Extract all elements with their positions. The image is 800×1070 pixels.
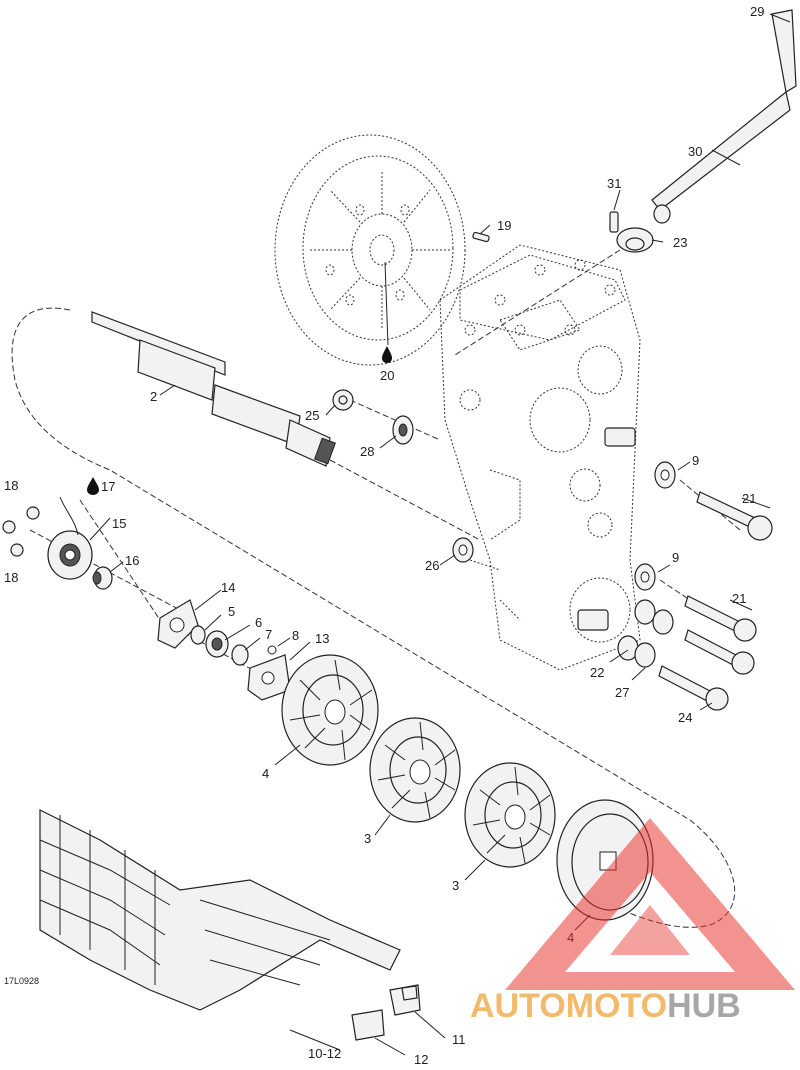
callout-3-middle: 3 [364,831,371,846]
bolt-21-upper [696,491,773,541]
sprocket-3-right [464,762,556,868]
callout-2: 2 [150,389,157,404]
sensor-wire-17 [59,496,79,536]
nut-18-side [2,520,16,534]
watermark-triangle-icon [505,818,795,990]
oil-drop-icon [87,477,99,495]
callout-6: 6 [255,615,262,630]
callout-22: 22 [590,665,604,680]
callout-17: 17 [101,479,115,494]
drive-pulley-ghost [274,134,466,366]
callout-28: 28 [360,444,374,459]
callout-25: 25 [305,408,319,423]
callout-14: 14 [221,580,235,595]
sprocket-4-left [281,654,379,766]
watermark-text-hub: HUB [667,987,741,1025]
watermark-logo: AUTOMOTOHUB [470,818,795,1025]
o-ring-8 [267,645,277,655]
sensor-16 [92,566,113,590]
callout-11: 11 [452,1032,466,1047]
gearcase-lower-spline [577,609,609,631]
seal-5 [190,625,206,645]
callout-5: 5 [228,604,235,619]
gasket-13 [247,654,291,701]
callout-19: 19 [497,218,511,233]
callout-18-upper: 18 [4,478,18,493]
watermark-text-automoto: AUTOMOTO [470,987,667,1025]
nut-18-lower [10,543,24,557]
callout-20: 20 [380,368,394,383]
crank-handle [651,9,797,224]
callout-17-group: 17 [87,477,115,495]
clip-11 [389,984,421,1016]
bearing-25 [332,389,354,411]
washer-9-upper [654,461,676,489]
ring-7 [231,644,249,666]
gear-28 [392,415,414,445]
callout-7: 7 [265,627,272,642]
callout-26: 26 [425,558,439,573]
gasket-14 [157,599,199,649]
callout-3-right: 3 [452,878,459,893]
watermark-text: AUTOMOTOHUB [470,987,741,1025]
nut-18-upper [26,506,40,520]
callout-10-12: 10-12 [308,1046,341,1061]
callout-12: 12 [414,1052,428,1067]
callout-4-left: 4 [262,766,269,781]
callout-16: 16 [125,553,139,568]
track-loop-outline [11,307,736,928]
callout-30: 30 [688,144,702,159]
sensor-housing-15 [47,530,93,580]
washer-stack [617,599,674,668]
callout-24: 24 [678,710,692,725]
callout-15: 15 [112,516,126,531]
oil-drop-icon [382,346,392,363]
callout-31: 31 [607,176,621,191]
callout-27: 27 [615,685,629,700]
callout-18-lower: 18 [4,570,18,585]
diagram-code: 17L0928 [4,976,39,986]
gearcase-output-spline [604,427,636,447]
bolt-24 [658,665,729,711]
bolt-mid [684,629,755,675]
sleeve-and-pin [609,211,654,253]
callout-21-lower: 21 [732,591,746,606]
callout-23: 23 [673,235,687,250]
key [472,231,490,243]
leader-lines [89,13,791,1056]
track-belt [39,809,401,1011]
callout-21-upper: 21 [742,491,756,506]
gearcase-housing [439,244,641,671]
washer-26 [452,537,474,563]
callout-9-lower: 9 [672,550,679,565]
callout-13: 13 [315,631,329,646]
callout-8: 8 [292,628,299,643]
clip-12 [351,1009,385,1041]
callout-29: 29 [750,4,764,19]
sprocket-3-middle [369,717,461,823]
callout-9-upper: 9 [692,453,699,468]
bearing-6 [205,630,229,658]
bolt-21-lower [684,595,757,642]
washer-9-lower [634,563,656,591]
drive-shaft [91,311,336,467]
